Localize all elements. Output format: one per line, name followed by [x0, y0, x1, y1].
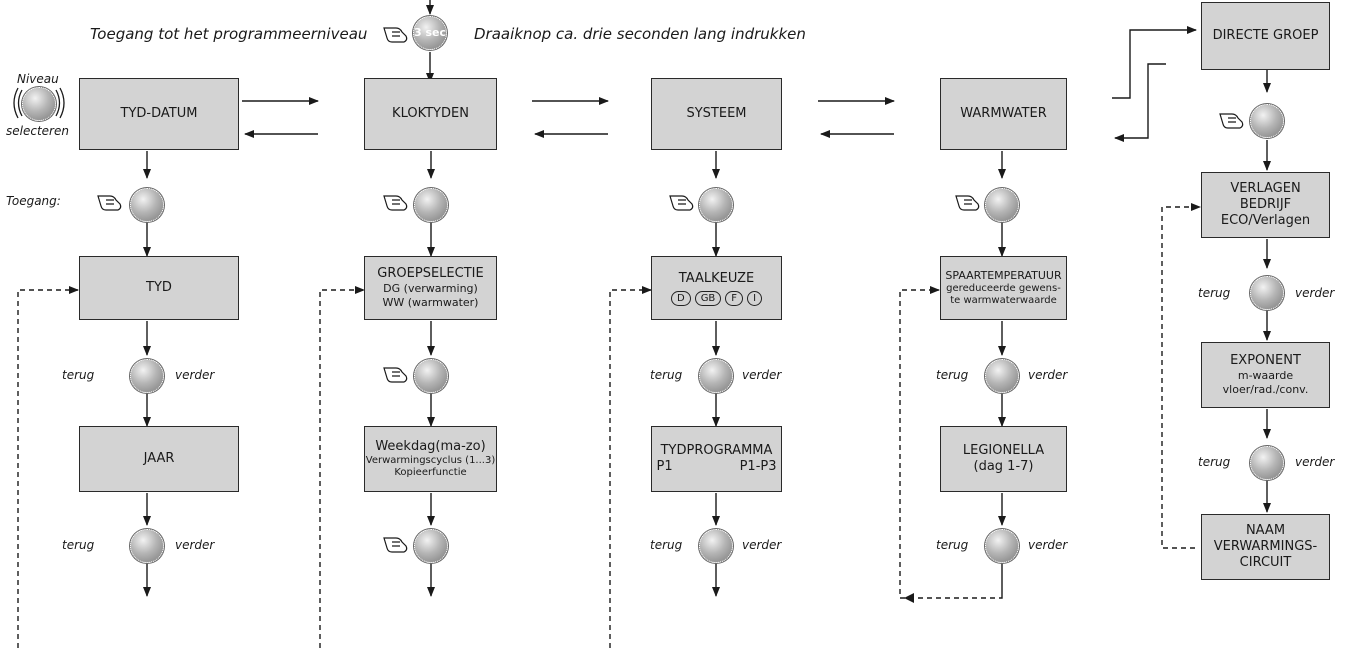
turn-knob[interactable] [699, 359, 733, 393]
language-options: D GB F I [670, 290, 763, 306]
forward-label: verder [1028, 538, 1068, 552]
warmwater-box[interactable]: WARMWATER [940, 78, 1067, 150]
tyd-box[interactable]: TYD [79, 256, 239, 320]
language-option-i[interactable]: I [747, 290, 763, 306]
back-label: terug [650, 538, 683, 552]
knob-seconds-label: 3 sec [414, 26, 447, 39]
back-label: terug [650, 368, 683, 382]
hand-press-icon [383, 367, 408, 383]
jaar-box[interactable]: JAAR [79, 426, 239, 492]
forward-label: verder [175, 368, 215, 382]
directe-groep-box[interactable]: DIRECTE GROEP [1201, 2, 1330, 70]
naam-verwarmingscircuit-box[interactable]: NAAM VERWARMINGS- CIRCUIT [1201, 514, 1330, 580]
access-knob[interactable] [985, 188, 1019, 222]
groepselectie-box[interactable]: GROEPSELECTIE DG (verwarming) WW (warmwa… [364, 256, 497, 320]
back-label: terug [936, 368, 969, 382]
verlagen-bedrijf-box[interactable]: VERLAGEN BEDRIJF ECO/Verlagen [1201, 172, 1330, 238]
language-option-f[interactable]: F [725, 290, 744, 306]
forward-label: verder [1028, 368, 1068, 382]
turn-knob[interactable] [985, 529, 1019, 563]
access-knob[interactable] [414, 188, 448, 222]
access-knob[interactable] [130, 188, 164, 222]
turn-knob[interactable] [130, 359, 164, 393]
entry-knob[interactable]: 3 sec [413, 16, 447, 50]
hand-press-icon [383, 537, 408, 553]
language-option-d[interactable]: D [670, 290, 691, 306]
weekdag-box[interactable]: Weekdag(ma-zo) Verwarmingscyclus (1...3)… [364, 426, 497, 492]
hand-press-icon [97, 195, 122, 211]
header-right-text: Draaiknop ca. drie seconden lang indrukk… [474, 25, 806, 43]
back-label: terug [1198, 455, 1231, 469]
back-label: terug [62, 538, 95, 552]
hand-press-icon [383, 27, 408, 43]
turn-knob[interactable] [1250, 446, 1284, 480]
spaartemperatuur-box[interactable]: SPAARTEMPERATUUR gereduceerde gewens- te… [940, 256, 1067, 320]
systeem-box[interactable]: SYSTEEM [651, 78, 782, 150]
back-label: terug [1198, 286, 1231, 300]
kloktyden-box[interactable]: KLOKTYDEN [364, 78, 497, 150]
back-label: terug [936, 538, 969, 552]
niveau-label: Niveau [17, 72, 59, 86]
selecteren-label: selecteren [6, 124, 69, 138]
language-option-gb[interactable]: GB [694, 290, 722, 306]
forward-label: verder [1295, 286, 1335, 300]
turn-knob[interactable] [699, 529, 733, 563]
level-select-knob[interactable] [22, 87, 56, 121]
tyd-datum-box[interactable]: TYD-DATUM [79, 78, 239, 150]
access-knob[interactable] [414, 359, 448, 393]
forward-label: verder [742, 368, 782, 382]
access-knob[interactable] [699, 188, 733, 222]
header-left-text: Toegang tot het programmeerniveau [90, 25, 368, 43]
back-label: terug [62, 368, 95, 382]
toegang-label: Toegang: [6, 194, 61, 208]
taalkeuze-box[interactable]: TAALKEUZE D GB F I [651, 256, 782, 320]
turn-knob[interactable] [130, 529, 164, 563]
turn-brackets [13, 87, 65, 119]
access-knob[interactable] [414, 529, 448, 563]
legionella-box[interactable]: LEGIONELLA (dag 1-7) [940, 426, 1067, 492]
turn-knob[interactable] [985, 359, 1019, 393]
forward-label: verder [1295, 455, 1335, 469]
hand-press-icon [383, 195, 408, 211]
forward-label: verder [742, 538, 782, 552]
access-knob[interactable] [1250, 104, 1284, 138]
turn-knob[interactable] [1250, 276, 1284, 310]
hand-press-icon [1219, 113, 1244, 129]
hand-press-icon [955, 195, 980, 211]
forward-label: verder [175, 538, 215, 552]
hand-press-icon [669, 195, 694, 211]
exponent-box[interactable]: EXPONENT m-waarde vloer/rad./conv. [1201, 342, 1330, 408]
